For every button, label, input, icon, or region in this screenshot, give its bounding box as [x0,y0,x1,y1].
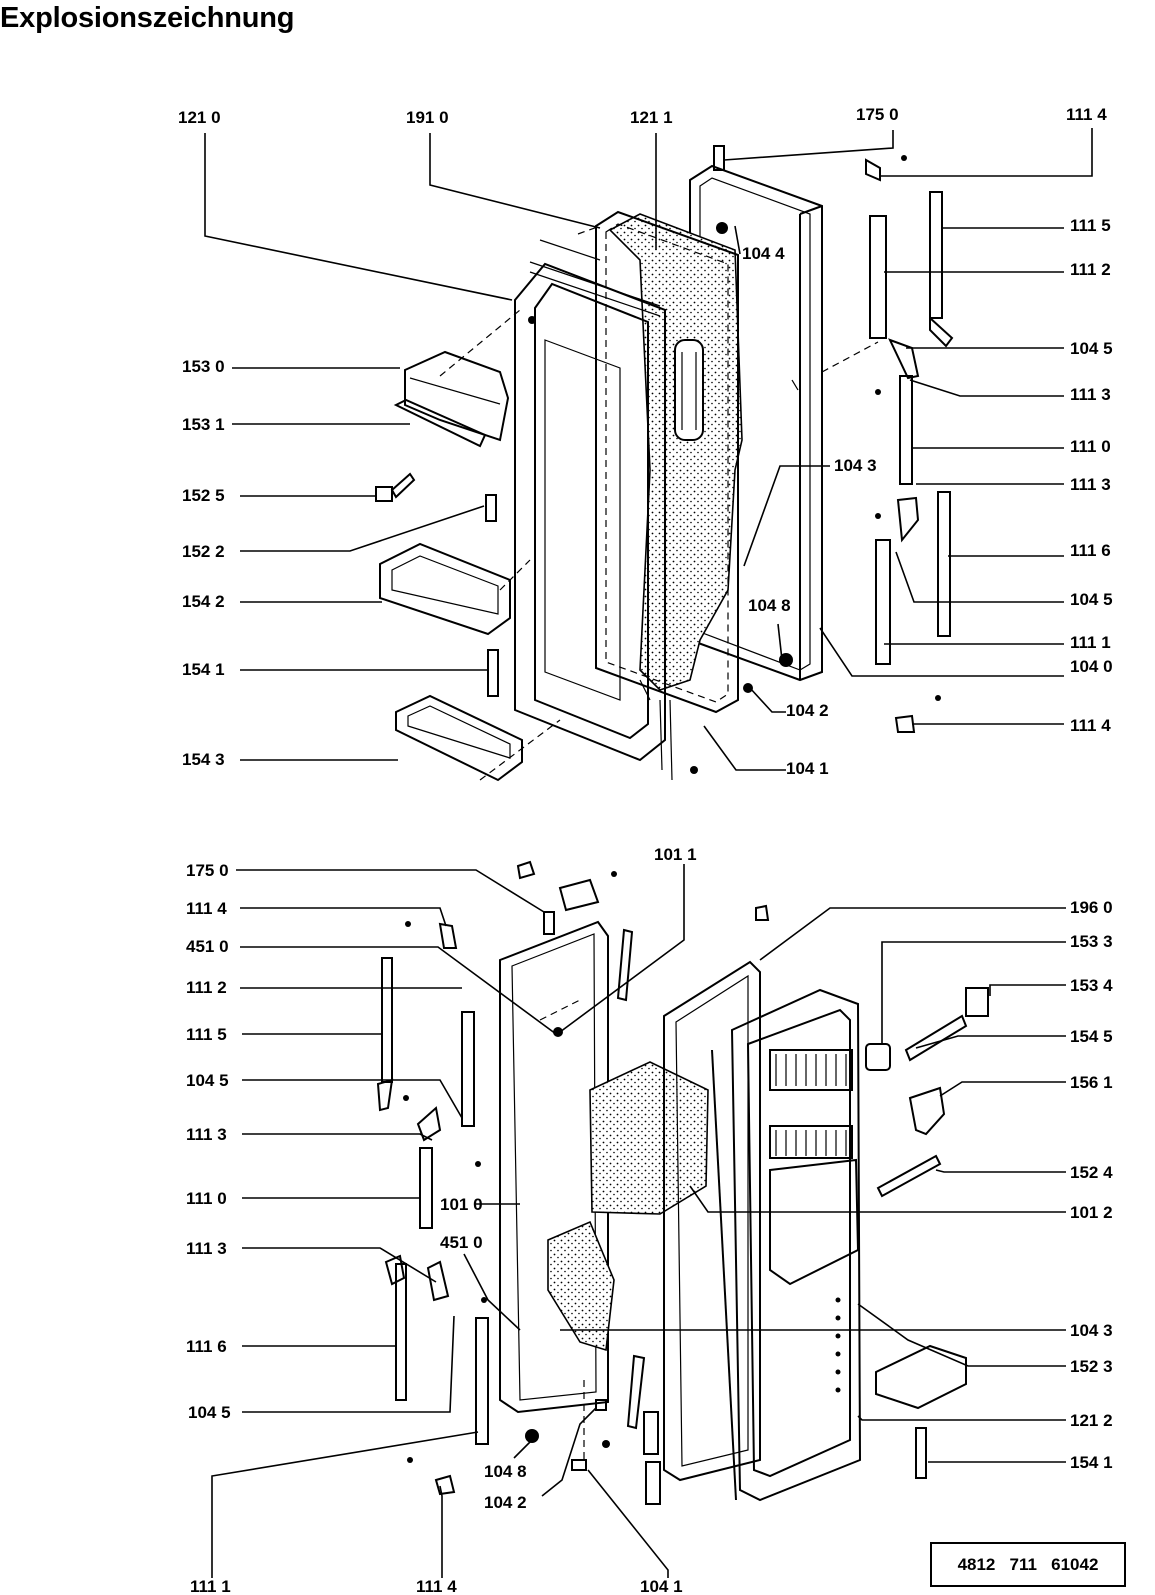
dispenser-door-foam [589,1061,709,1215]
label-1041-lower: 104 1 [640,1577,683,1595]
label-1524: 152 4 [1070,1163,1113,1182]
label-1110-lower: 111 0 [186,1189,227,1208]
label-4510-lower-a: 451 0 [186,937,229,956]
drawing-number: 4812 711 61042 [957,1554,1099,1574]
label-1042-lower: 104 2 [484,1493,527,1512]
label-1045-lower-b: 104 5 [188,1403,231,1422]
label-1116-lower: 111 6 [186,1337,227,1356]
hinge-parts-right [743,155,954,733]
label-1960: 196 0 [1070,898,1113,917]
dispenser-grille [775,1054,847,1156]
label-1113-lower-b: 111 3 [186,1239,227,1258]
lower-door-assembly [376,860,989,1505]
label-1045-lower-a: 104 5 [186,1071,229,1090]
dispenser-misc-parts [516,860,661,1505]
label-1113-lower-a: 111 3 [186,1125,227,1144]
label-1533: 153 3 [1070,932,1113,951]
label-1111-lower: 111 1 [190,1577,231,1595]
dispenser-door-outer [499,911,609,1414]
label-1910: 191 0 [406,108,449,127]
label-1048-lower: 104 8 [484,1462,527,1481]
page-title: Explosionszeichnung [0,2,295,34]
label-1010: 101 0 [440,1195,483,1214]
label-1115-lower: 111 5 [186,1025,227,1044]
label-1116-upper: 111 6 [1070,541,1111,560]
label-1542: 154 2 [182,592,225,611]
label-1115-upper: 111 5 [1070,216,1111,235]
label-1523: 152 3 [1070,1357,1113,1376]
label-1212: 121 2 [1070,1411,1113,1430]
label-1113-upper-a: 111 3 [1070,385,1111,404]
door-bin-lower [395,694,523,782]
label-1111-upper: 111 1 [1070,633,1111,652]
label-1042-upper: 104 2 [786,701,829,720]
label-1112-lower: 111 2 [186,978,227,997]
label-1114-lower-top: 111 4 [186,899,227,918]
label-1040: 104 0 [1070,657,1113,676]
label-1211: 121 1 [630,108,673,127]
label-4510-lower-b: 451 0 [440,1233,483,1252]
label-1750-upper: 175 0 [856,105,899,124]
label-1750-lower: 175 0 [186,861,229,880]
label-1043-lower: 104 3 [1070,1321,1113,1340]
door-bin-upper [379,542,511,636]
label-1110-upper: 111 0 [1070,437,1111,456]
upper-part-labels: 121 0 191 0 121 1 175 0 111 4 104 4 111 … [178,105,1113,778]
part-1525 [375,486,393,502]
label-1545: 154 5 [1070,1027,1113,1046]
label-1531: 153 1 [182,415,225,434]
label-1541-lower: 154 1 [1070,1453,1113,1472]
label-1530: 153 0 [182,357,225,376]
dispenser-door-gasket [663,960,761,1482]
label-1541-upper: 154 1 [182,660,225,679]
drawing-number-box: 4812 711 61042 [930,1542,1126,1587]
upper-door-assembly [375,145,954,782]
label-1522: 152 2 [182,542,225,561]
part-1541 [487,649,499,697]
label-1045-upper-b: 104 5 [1070,590,1113,609]
label-1113-upper-b: 111 3 [1070,475,1111,494]
door-foam-insulation [608,213,743,691]
part-1522 [485,494,497,522]
label-1210-upper: 121 0 [178,108,221,127]
label-1043-upper: 104 3 [834,456,877,475]
label-1561: 156 1 [1070,1073,1113,1092]
label-1534: 153 4 [1070,976,1113,995]
label-1543: 154 3 [182,750,225,769]
lower-part-labels: 175 0 101 1 111 4 196 0 451 0 153 3 111 … [186,845,1113,1595]
label-1041-upper: 104 1 [786,759,829,778]
door-inner-liner [514,239,698,781]
dairy-shelf [393,350,510,448]
label-1114-lower-bottom: 111 4 [416,1577,457,1595]
dispenser-inner-panel [730,988,862,1502]
dispenser-parts-right [755,904,989,1479]
label-1012: 101 2 [1070,1203,1113,1222]
leader-lines [204,128,1093,1578]
label-1048-upper: 104 8 [748,596,791,615]
label-1525: 152 5 [182,486,225,505]
label-1045-upper-a: 104 5 [1070,339,1113,358]
label-1044: 104 4 [742,244,785,263]
label-1114-upper-bottom: 111 4 [1070,716,1111,735]
label-1011: 101 1 [654,845,697,864]
label-1112-upper: 111 2 [1070,260,1111,279]
label-1114-upper-top: 111 4 [1066,105,1107,124]
